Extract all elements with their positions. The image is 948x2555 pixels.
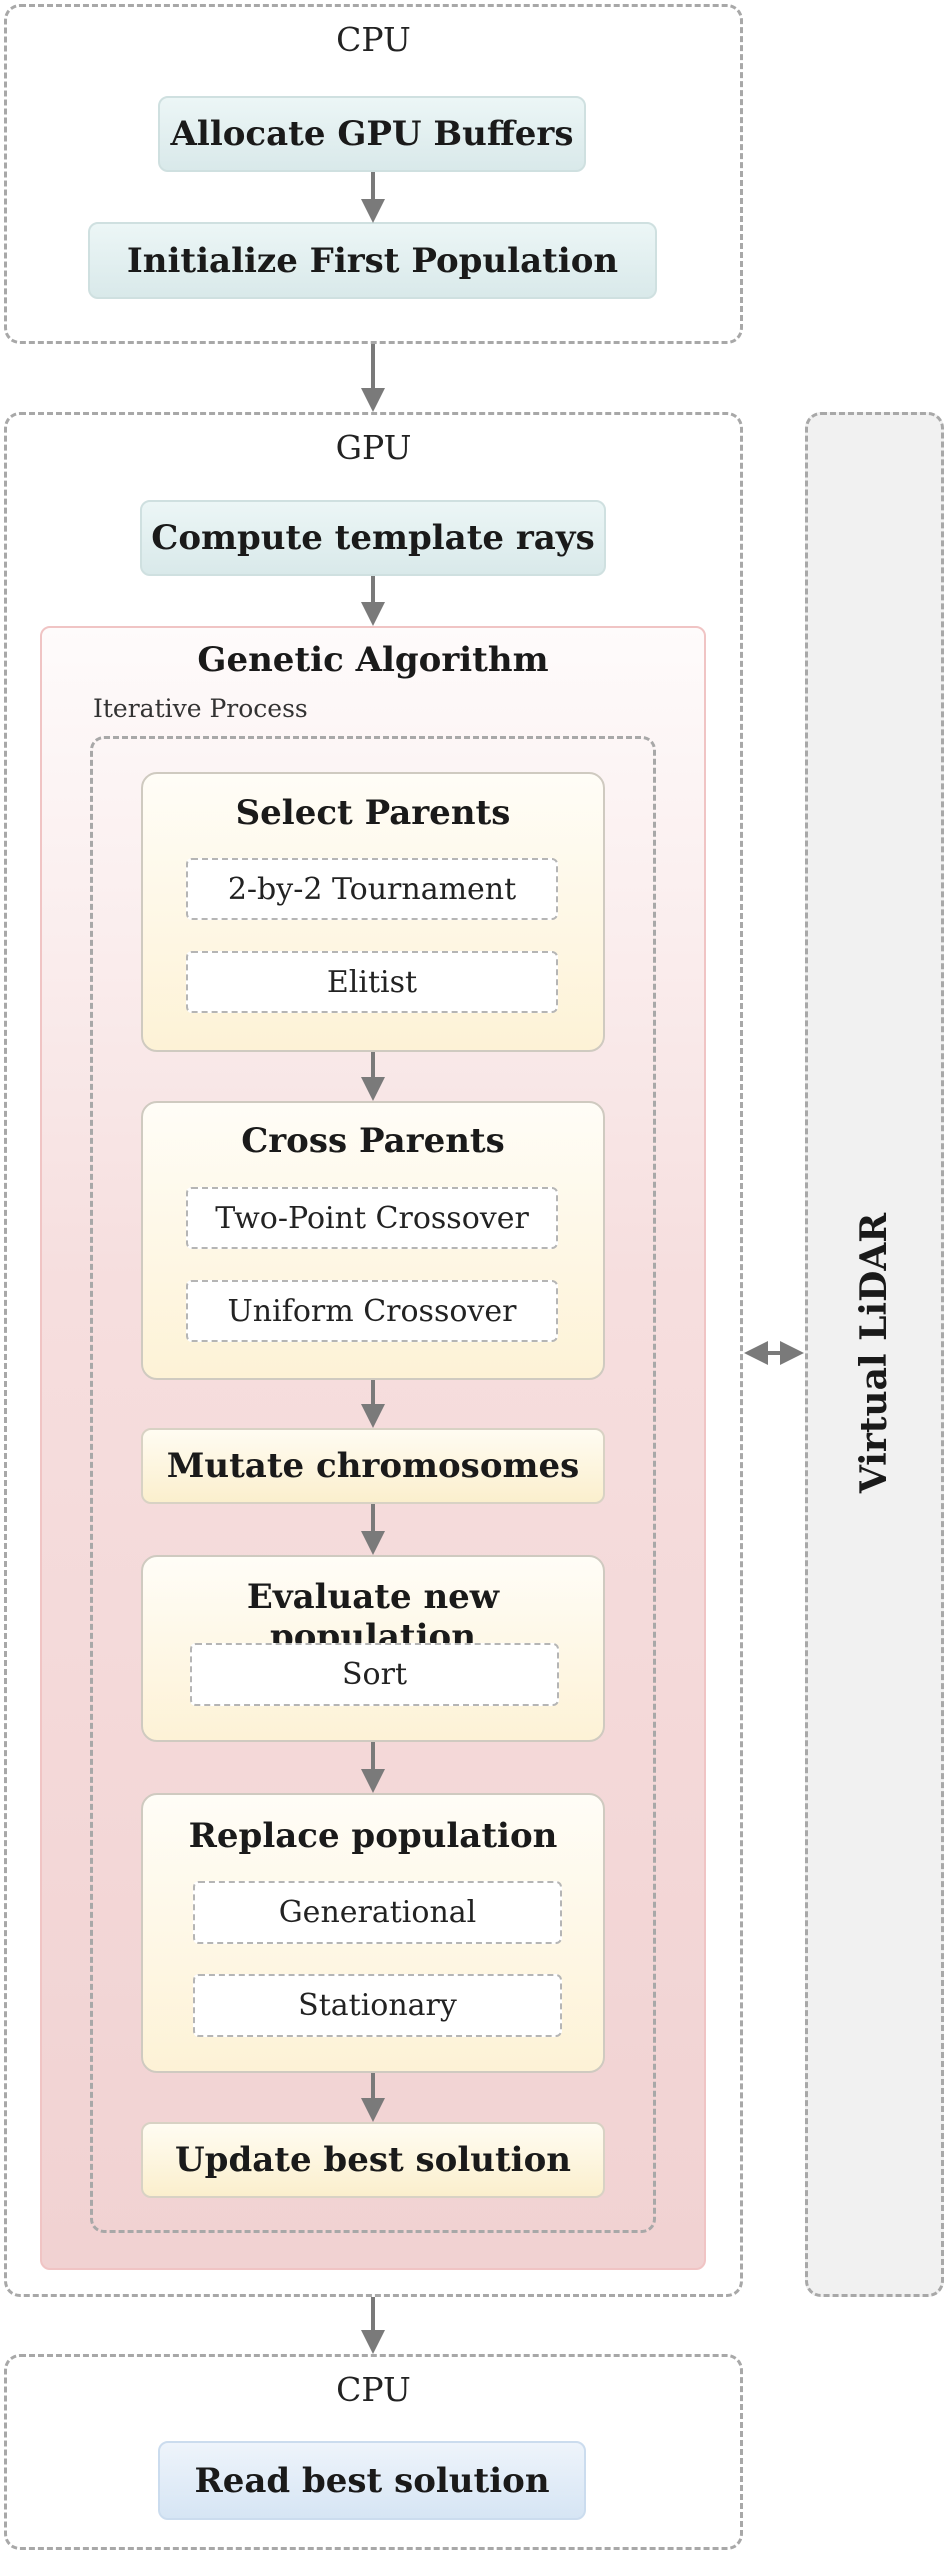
uniform-crossover-option: Uniform Crossover xyxy=(186,1280,558,1342)
read-best-solution-step: Read best solution xyxy=(158,2441,586,2520)
cpu-bottom-label: CPU xyxy=(336,2370,411,2409)
sort-option: Sort xyxy=(190,1643,559,1706)
gpu-region xyxy=(4,412,743,2297)
virtual-lidar-box xyxy=(805,412,944,2297)
cpu-bottom-region xyxy=(4,2354,743,2550)
stationary-option: Stationary xyxy=(193,1974,562,2037)
genetic-algorithm-title: Genetic Algorithm xyxy=(197,640,549,680)
replace-population-title: Replace population xyxy=(188,1816,558,1856)
cpu-top-region xyxy=(4,4,743,344)
allocate-gpu-buffers-step: Allocate GPU Buffers xyxy=(158,96,586,172)
generational-option: Generational xyxy=(193,1881,562,1944)
iterative-process-label: Iterative Process xyxy=(93,694,308,723)
select-parents-title: Select Parents xyxy=(235,793,511,833)
cross-parents-title: Cross Parents xyxy=(241,1121,505,1161)
tournament-option: 2-by-2 Tournament xyxy=(186,858,558,920)
gpu-label: GPU xyxy=(335,428,412,467)
update-best-solution-step: Update best solution xyxy=(141,2122,605,2198)
elitist-option: Elitist xyxy=(186,951,558,1013)
initialize-first-population-step: Initialize First Population xyxy=(88,222,657,299)
iterative-process-region xyxy=(90,736,656,2233)
compute-template-rays-step: Compute template rays xyxy=(140,500,606,576)
cpu-top-label: CPU xyxy=(336,20,411,59)
two-point-crossover-option: Two-Point Crossover xyxy=(186,1187,558,1249)
mutate-chromosomes-step: Mutate chromosomes xyxy=(141,1428,605,1504)
